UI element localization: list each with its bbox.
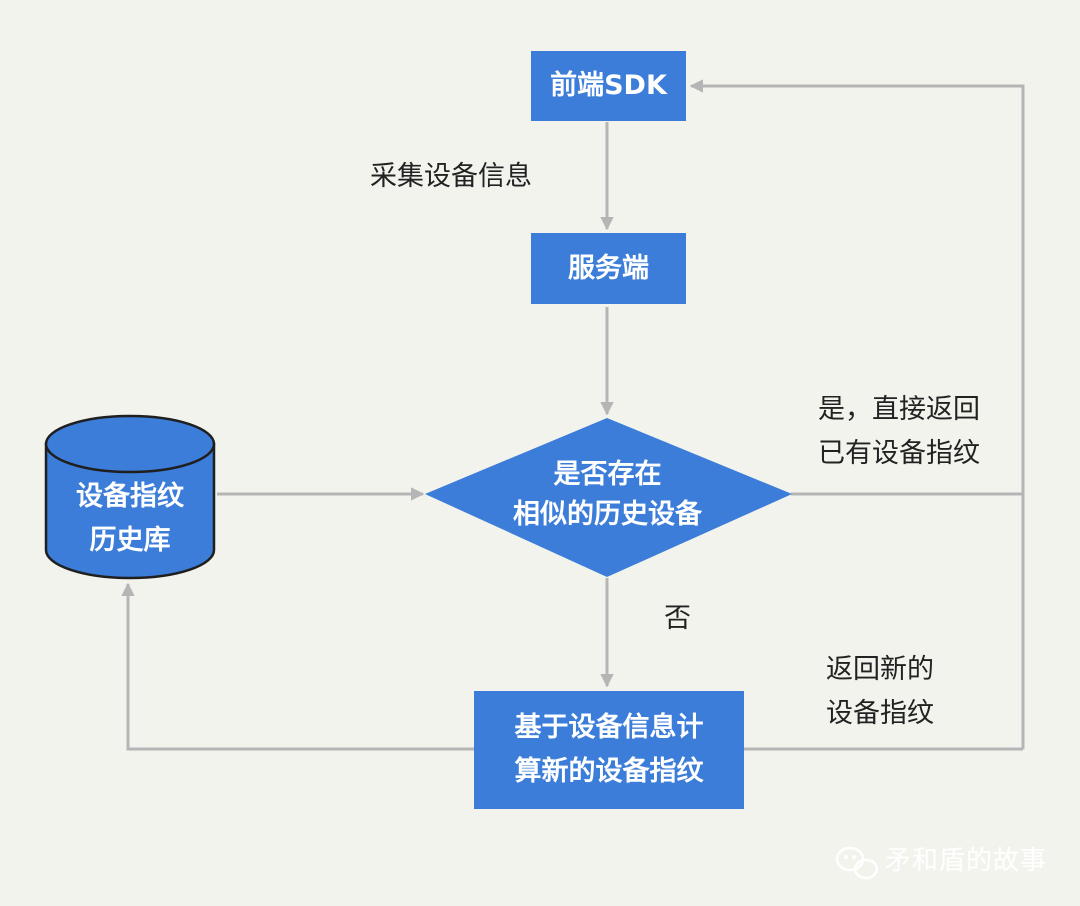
edge-label-return-new-line-1: 返回新的	[826, 654, 934, 685]
watermark-text: 矛和盾的故事	[885, 846, 1048, 876]
compute-line-2: 算新的设备指纹	[514, 756, 704, 787]
edge-label-yes-line-2: 已有设备指纹	[818, 438, 980, 469]
history-db-cylinder	[44, 414, 216, 580]
edge-label-yes: 是，直接返回 已有设备指纹	[818, 388, 980, 476]
edge-label-yes-line-1: 是，直接返回	[818, 394, 980, 425]
history-db-line-2: 历史库	[89, 525, 171, 556]
edge-label-return-new-line-2: 设备指纹	[826, 698, 934, 729]
compute-line-1: 基于设备信息计	[514, 712, 704, 743]
edge-label-return-new: 返回新的 设备指纹	[826, 648, 934, 736]
edge-compute-to-history	[121, 582, 474, 751]
decision-line-1: 是否存在	[553, 459, 662, 490]
wechat-icon	[835, 846, 879, 880]
node-server-label: 服务端	[568, 252, 649, 284]
node-decision-text: 是否存在 相似的历史设备	[455, 445, 760, 545]
edge-label-no: 否	[664, 597, 691, 641]
history-db-line-1: 设备指纹	[76, 481, 184, 512]
edge-label-no-text: 否	[664, 603, 691, 634]
node-frontend-sdk: 前端SDK	[531, 51, 686, 121]
node-server: 服务端	[531, 233, 686, 304]
node-compute: 基于设备信息计 算新的设备指纹	[474, 691, 744, 809]
decision-line-2: 相似的历史设备	[513, 499, 702, 530]
decision-diamond	[425, 418, 792, 577]
edge-label-collect-text: 采集设备信息	[370, 161, 532, 192]
edge-label-collect: 采集设备信息	[370, 155, 532, 199]
edge-decision-yes-return	[689, 79, 1025, 496]
node-frontend-sdk-label: 前端SDK	[550, 70, 667, 101]
node-history-db-text: 设备指纹 历史库	[46, 472, 214, 566]
